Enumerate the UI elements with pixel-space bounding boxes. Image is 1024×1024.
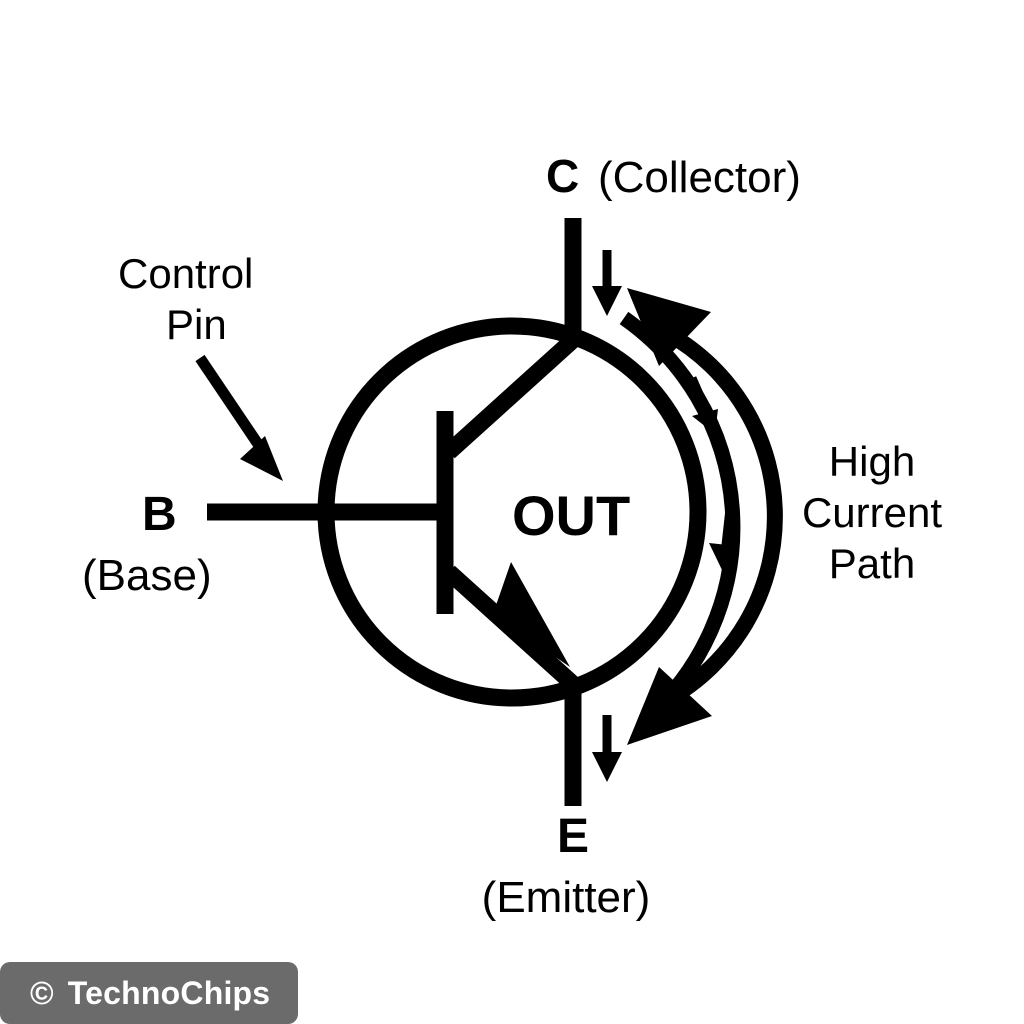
arc-arrow-up-icon — [627, 288, 711, 366]
out-label: OUT — [512, 484, 630, 547]
base-name-label: (Base) — [82, 551, 212, 600]
collector-name-label: (Collector) — [598, 153, 801, 202]
emitter-name-label: (Emitter) — [482, 873, 651, 922]
high-current-path-label-line2: Current — [802, 489, 942, 536]
control-pin-pointer-arrow-icon — [195, 354, 283, 481]
watermark-badge: © TechnoChips — [0, 962, 298, 1024]
collector-letter-label: C — [546, 150, 579, 202]
inner-flow-arrow-top-icon — [687, 376, 718, 434]
control-pin-label-line2: Pin — [166, 301, 227, 348]
emitter-letter-label: E — [557, 810, 589, 863]
emitter-flow-down-arrow-icon — [592, 715, 622, 782]
copyright-symbol: © — [30, 974, 54, 1011]
emitter-arrowhead-icon — [493, 562, 570, 667]
high-current-path-label-line1: High — [829, 438, 915, 485]
collector-junction-slant — [443, 333, 579, 459]
inner-flow-arrow-bottom-icon — [709, 508, 737, 572]
brand-name: TechnoChips — [67, 974, 271, 1011]
emitter-junction-slant — [443, 565, 579, 691]
control-pin-label-line1: Control — [118, 250, 253, 297]
high-current-path-label-line3: Path — [829, 540, 915, 587]
base-letter-label: B — [142, 488, 177, 541]
collector-flow-down-arrow-icon — [592, 250, 622, 316]
high-current-arc-outer — [663, 326, 783, 707]
